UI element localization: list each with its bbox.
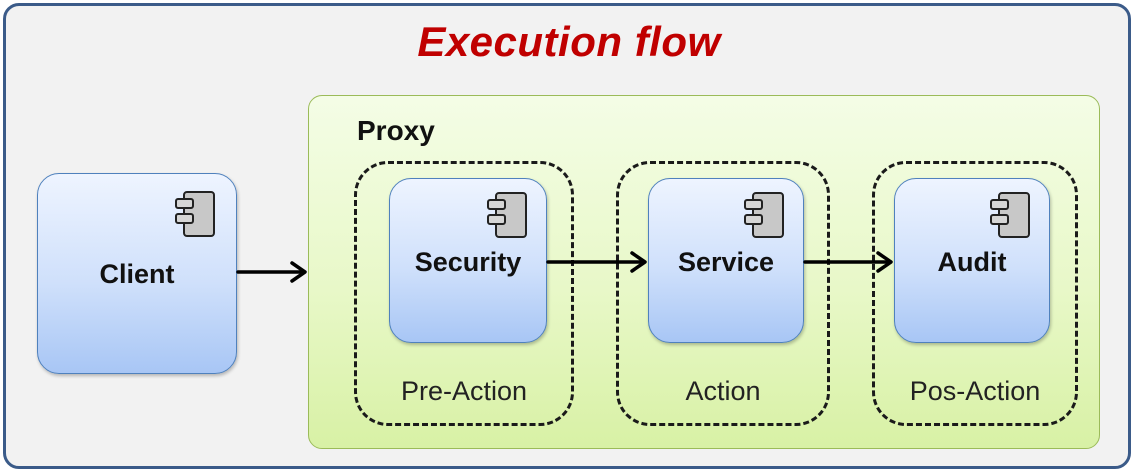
component-icon [990,192,1030,238]
stage-label-pre-action: Pre-Action [400,376,528,406]
component-icon [744,192,784,238]
component-icon [487,192,527,238]
audit-label: Audit [937,247,1007,277]
stage-action: Action [616,161,830,426]
stage-label-pos-action: Pos-Action [909,376,1041,406]
service-component: Service [648,178,804,343]
diagram-title: Execution flow [417,18,721,65]
proxy-label: Proxy [357,115,435,146]
security-label: Security [414,247,522,277]
audit-component: Audit [894,178,1050,343]
stage-label-action: Action [685,376,761,406]
stage-pos-action: Pos-Action [872,161,1078,426]
client-component: Client [37,173,237,374]
service-label: Service [677,247,775,277]
stage-pre-action: Pre-Action [354,161,574,426]
client-label: Client [99,259,175,289]
component-icon [175,191,215,237]
security-component: Security [389,178,547,343]
